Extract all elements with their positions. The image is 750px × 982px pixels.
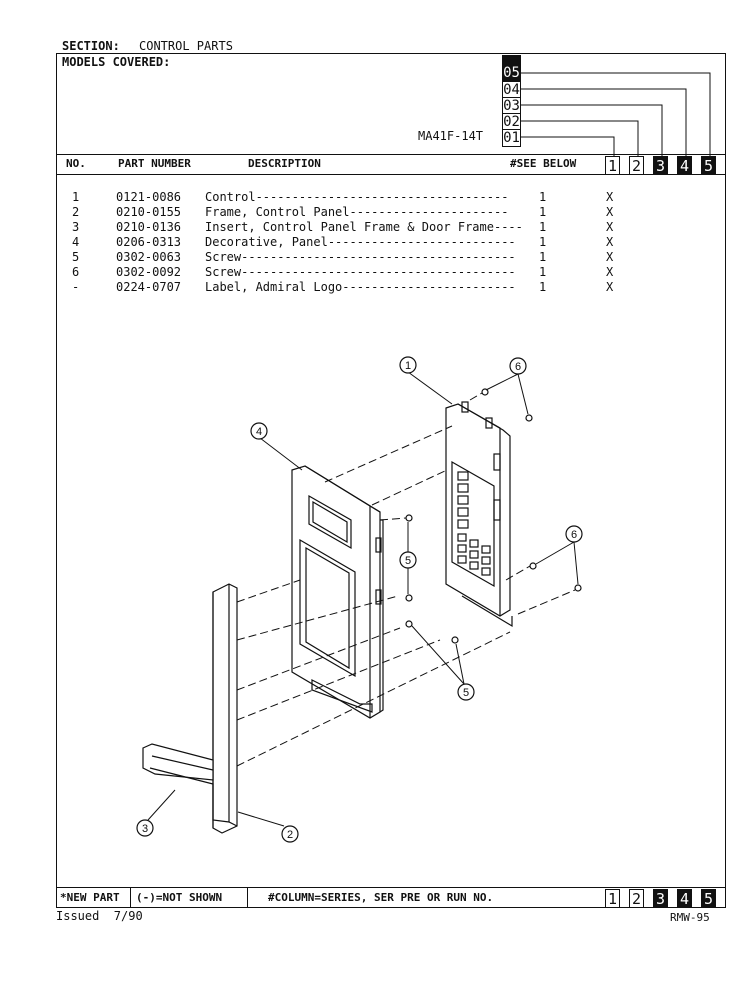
svg-text:5: 5 bbox=[405, 555, 411, 567]
series-box-3: 3 bbox=[653, 156, 668, 175]
footer-series-box-4: 4 bbox=[677, 889, 692, 908]
footer-divider-1 bbox=[130, 887, 131, 908]
footer-new-part: *NEW PART bbox=[60, 891, 120, 904]
series-box-4: 4 bbox=[677, 156, 692, 175]
svg-text:3: 3 bbox=[142, 823, 148, 835]
series-box-5: 5 bbox=[701, 156, 716, 175]
footer-divider-2 bbox=[247, 887, 248, 908]
series-code-04: 04 bbox=[502, 81, 521, 99]
series-code-01: 01 bbox=[502, 129, 521, 147]
models-covered-label: MODELS COVERED: bbox=[62, 55, 171, 69]
col-header-no: NO. bbox=[66, 157, 86, 170]
series-code-02: 02 bbox=[502, 113, 521, 131]
svg-text:2: 2 bbox=[287, 829, 293, 841]
footer-series-box-5: 5 bbox=[701, 889, 716, 908]
header-top-rule bbox=[56, 154, 726, 155]
svg-text:4: 4 bbox=[256, 426, 262, 438]
footer-not-shown: (-)=NOT SHOWN bbox=[136, 891, 223, 904]
series-code-05: 05 bbox=[502, 65, 521, 81]
footer-series-box-3: 3 bbox=[653, 889, 668, 908]
issued-date: Issued 7/90 bbox=[56, 909, 143, 923]
footer-series-box-2: 2 bbox=[629, 889, 644, 908]
svg-text:5: 5 bbox=[463, 687, 469, 699]
callout-1: 1 bbox=[399, 356, 417, 374]
document-code: RMW-95 bbox=[670, 911, 710, 924]
callout-5a: 5 bbox=[399, 551, 417, 569]
footer-rule bbox=[56, 887, 726, 888]
col-header-description: DESCRIPTION bbox=[248, 157, 321, 170]
callout-2: 2 bbox=[281, 825, 299, 843]
model-name: MA41F-14T bbox=[418, 129, 484, 143]
footer-column-note: #COLUMN=SERIES, SER PRE OR RUN NO. bbox=[268, 891, 494, 904]
header-bottom-rule bbox=[56, 174, 726, 175]
section-value: CONTROL PARTS bbox=[139, 39, 233, 53]
callout-6a: 6 bbox=[509, 357, 527, 375]
control-board-part bbox=[445, 401, 513, 628]
callout-6b: 6 bbox=[565, 525, 583, 543]
callout-5b: 5 bbox=[457, 683, 475, 701]
insert-frame-part bbox=[142, 583, 238, 834]
page-frame bbox=[56, 53, 726, 908]
svg-text:6: 6 bbox=[571, 529, 577, 541]
footer-series-box-1: 1 bbox=[605, 889, 620, 908]
series-box-2: 2 bbox=[629, 156, 644, 175]
col-header-part-number: PART NUMBER bbox=[118, 157, 191, 170]
svg-text:6: 6 bbox=[515, 361, 521, 373]
callout-3: 3 bbox=[136, 819, 154, 837]
section-label: SECTION: bbox=[62, 39, 120, 53]
series-box-1: 1 bbox=[605, 156, 620, 175]
callout-4: 4 bbox=[250, 422, 268, 440]
series-stack-top bbox=[502, 55, 521, 65]
svg-text:1: 1 bbox=[405, 360, 411, 372]
col-header-see-below: #SEE BELOW bbox=[510, 157, 577, 170]
